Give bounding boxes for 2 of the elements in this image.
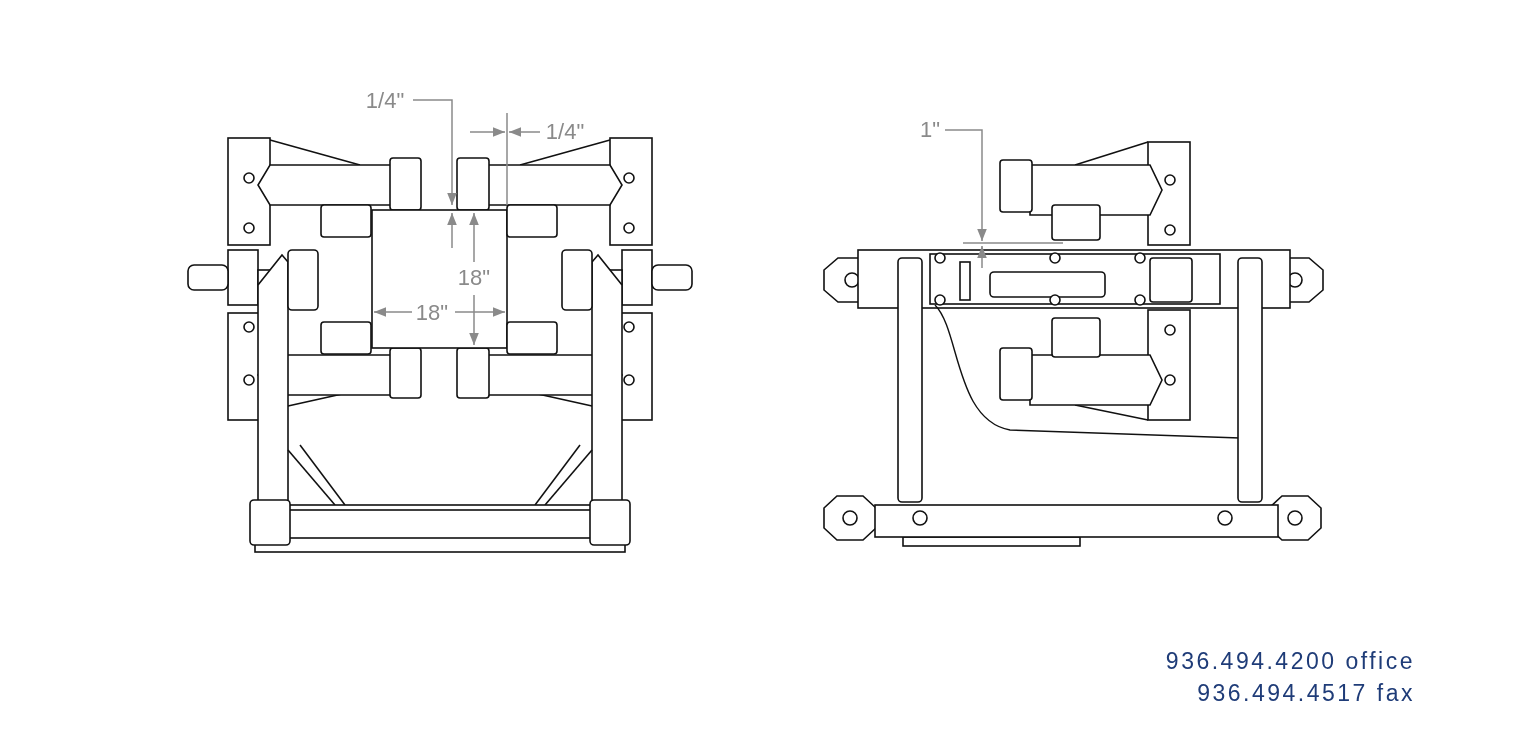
- phone-number: 936.494.4517 fax: [1197, 682, 1415, 705]
- phone-number: 936.494.4200 office: [1165, 650, 1415, 673]
